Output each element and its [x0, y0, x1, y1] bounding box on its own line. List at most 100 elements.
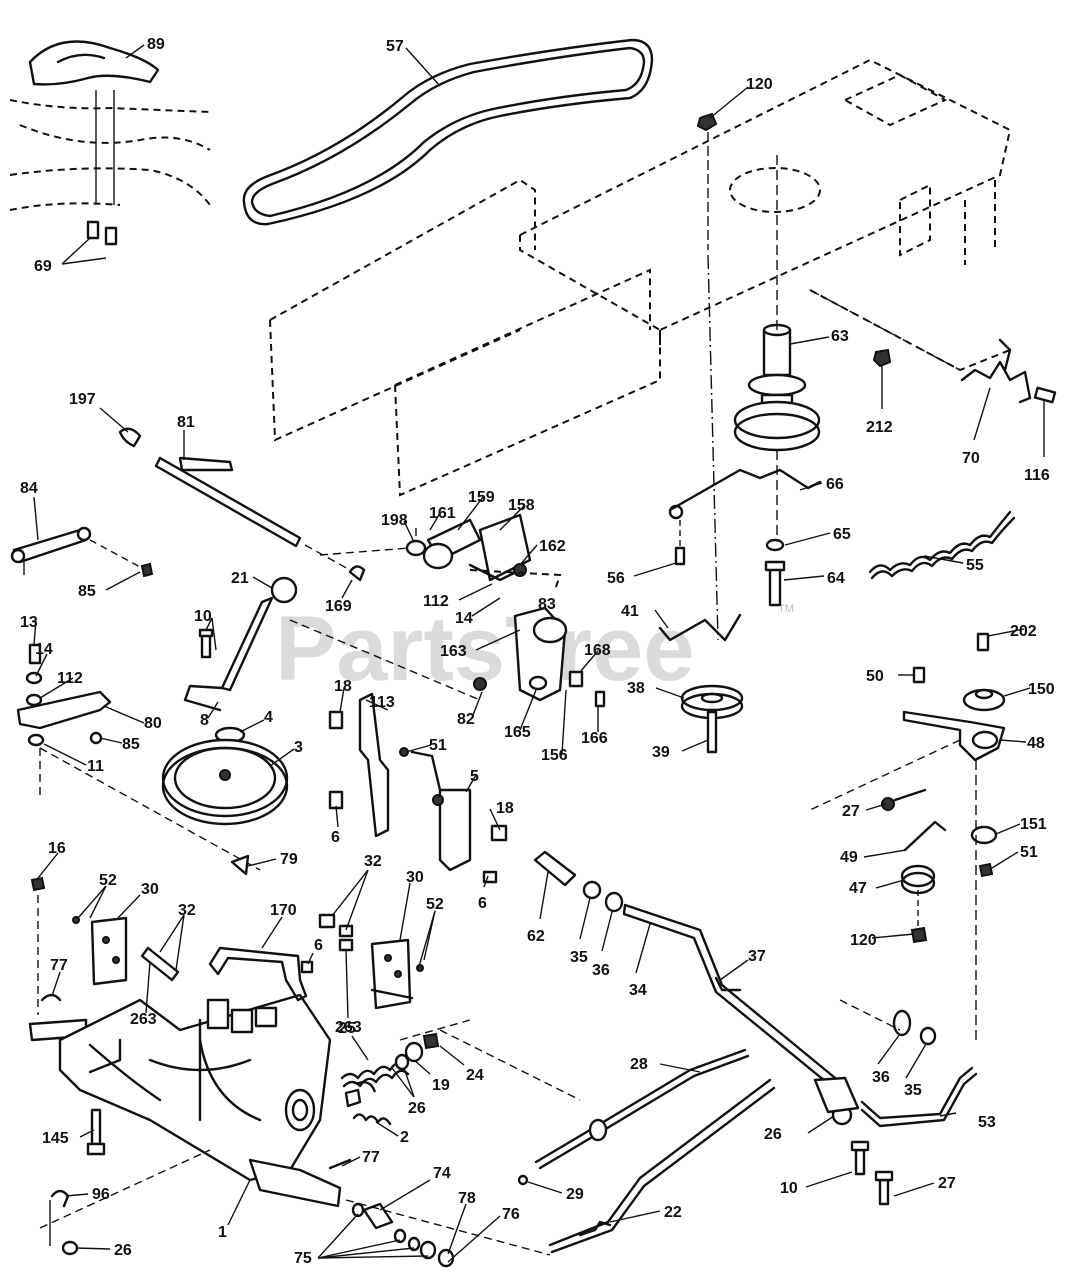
callout-label: 150 — [1028, 681, 1055, 698]
callout-label: 198 — [381, 512, 408, 529]
callout-label: 76 — [502, 1206, 520, 1223]
callout-label: 35 — [904, 1082, 922, 1099]
callout-label: 57 — [386, 38, 404, 55]
callout-label: 27 — [842, 803, 860, 820]
callout-label: 10 — [194, 608, 212, 625]
leader-lines — [33, 44, 1045, 1263]
callout-label: 47 — [849, 880, 867, 897]
callout-label: 79 — [280, 851, 298, 868]
callout-label: 34 — [629, 982, 647, 999]
callout-label: 48 — [1027, 735, 1045, 752]
callout-label: 145 — [42, 1130, 69, 1147]
callout-label: 49 — [840, 849, 858, 866]
callout-label: 14 — [455, 610, 473, 627]
callout-label: 113 — [369, 694, 395, 711]
callout-label: 25 — [338, 1020, 356, 1037]
callout-label: 18 — [334, 678, 352, 695]
idler-arm — [473, 606, 606, 708]
axle-hardware — [345, 1199, 551, 1268]
callout-label: 69 — [34, 258, 52, 275]
callout-label: 63 — [831, 328, 849, 345]
clutch-rod — [658, 613, 742, 642]
idler-pulley — [680, 684, 744, 754]
idler-bracket-right — [809, 632, 1006, 1040]
callout-label: 120 — [850, 932, 877, 949]
callout-label: 89 — [147, 36, 165, 53]
watermark-trademark: TM — [778, 603, 794, 615]
callout-label: 78 — [458, 1190, 476, 1207]
callout-label: 5 — [470, 768, 479, 785]
belt-guide-part — [960, 338, 1057, 404]
transmission-pulley — [161, 726, 289, 876]
clutch-lever — [183, 565, 481, 712]
bolt-part — [813, 1076, 894, 1206]
nut-part — [809, 289, 961, 371]
callout-label: 18 — [496, 800, 514, 817]
linkage-rods — [517, 1048, 776, 1254]
callout-label: 13 — [20, 614, 38, 631]
callout-label: 38 — [627, 680, 645, 697]
callout-label: 74 — [433, 1165, 451, 1182]
callout-label: 162 — [539, 538, 566, 555]
callout-label: 36 — [592, 962, 610, 979]
callout-label: 21 — [231, 570, 249, 587]
callout-label: 120 — [746, 76, 773, 93]
callout-label: 26 — [114, 1242, 132, 1259]
brake-bracket — [16, 643, 261, 871]
callout-label: 158 — [508, 497, 535, 514]
callout-label: 159 — [468, 489, 495, 506]
callout-label: 14 — [35, 641, 53, 658]
callout-label: 263 — [335, 1019, 362, 1036]
callout-label: 51 — [429, 737, 447, 754]
callout-label: 66 — [826, 476, 844, 493]
callout-label: 30 — [141, 881, 159, 898]
spring-assembly — [340, 1019, 581, 1126]
callout-label: 35 — [570, 949, 588, 966]
callout-label: 32 — [364, 853, 382, 870]
callout-label: 168 — [584, 642, 611, 659]
callout-label: 37 — [748, 948, 766, 965]
callout-label: 28 — [630, 1056, 648, 1073]
callout-label: 84 — [20, 480, 38, 497]
callout-label: 36 — [872, 1069, 890, 1086]
brake-shaft — [118, 427, 351, 571]
callout-label: 77 — [50, 957, 68, 974]
transaxle — [28, 993, 377, 1208]
bracket-part — [410, 750, 508, 884]
brake-lever — [10, 526, 154, 578]
callout-label: 6 — [331, 829, 340, 846]
callout-label: 16 — [48, 840, 66, 857]
callout-label: 11 — [87, 758, 104, 775]
callout-label: 165 — [504, 724, 531, 741]
callout-label: 112 — [423, 593, 449, 610]
callout-label: 55 — [966, 557, 984, 574]
callout-label: 202 — [1010, 623, 1037, 640]
jackshaft-pulley — [733, 150, 821, 540]
callout-label: 77 — [362, 1149, 380, 1166]
callout-label: 263 — [130, 1011, 157, 1028]
callout-label: 70 — [962, 450, 980, 467]
callout-label: 56 — [607, 570, 625, 587]
callout-label: 24 — [466, 1067, 484, 1084]
callout-label: 26 — [408, 1100, 426, 1117]
callout-label: 6 — [314, 937, 323, 954]
belt-guide-rod — [668, 468, 822, 520]
callout-label: 112 — [57, 670, 83, 687]
callout-label: 170 — [270, 902, 297, 919]
neutral-rod — [30, 876, 352, 1170]
cross-rod — [839, 999, 978, 1128]
bolt-part — [674, 520, 686, 566]
callout-label: 19 — [432, 1077, 450, 1094]
callout-label: 26 — [764, 1126, 782, 1143]
washer-bolt — [764, 538, 786, 607]
callout-label: 65 — [833, 526, 851, 543]
callout-label: 212 — [866, 419, 893, 436]
callout-label: 166 — [581, 730, 608, 747]
callout-label: 81 — [177, 414, 195, 431]
callout-label: 62 — [527, 928, 545, 945]
callout-label: 169 — [325, 598, 352, 615]
callout-label: 75 — [294, 1250, 312, 1267]
callout-label: 32 — [178, 902, 196, 919]
drive-belt — [242, 38, 654, 226]
